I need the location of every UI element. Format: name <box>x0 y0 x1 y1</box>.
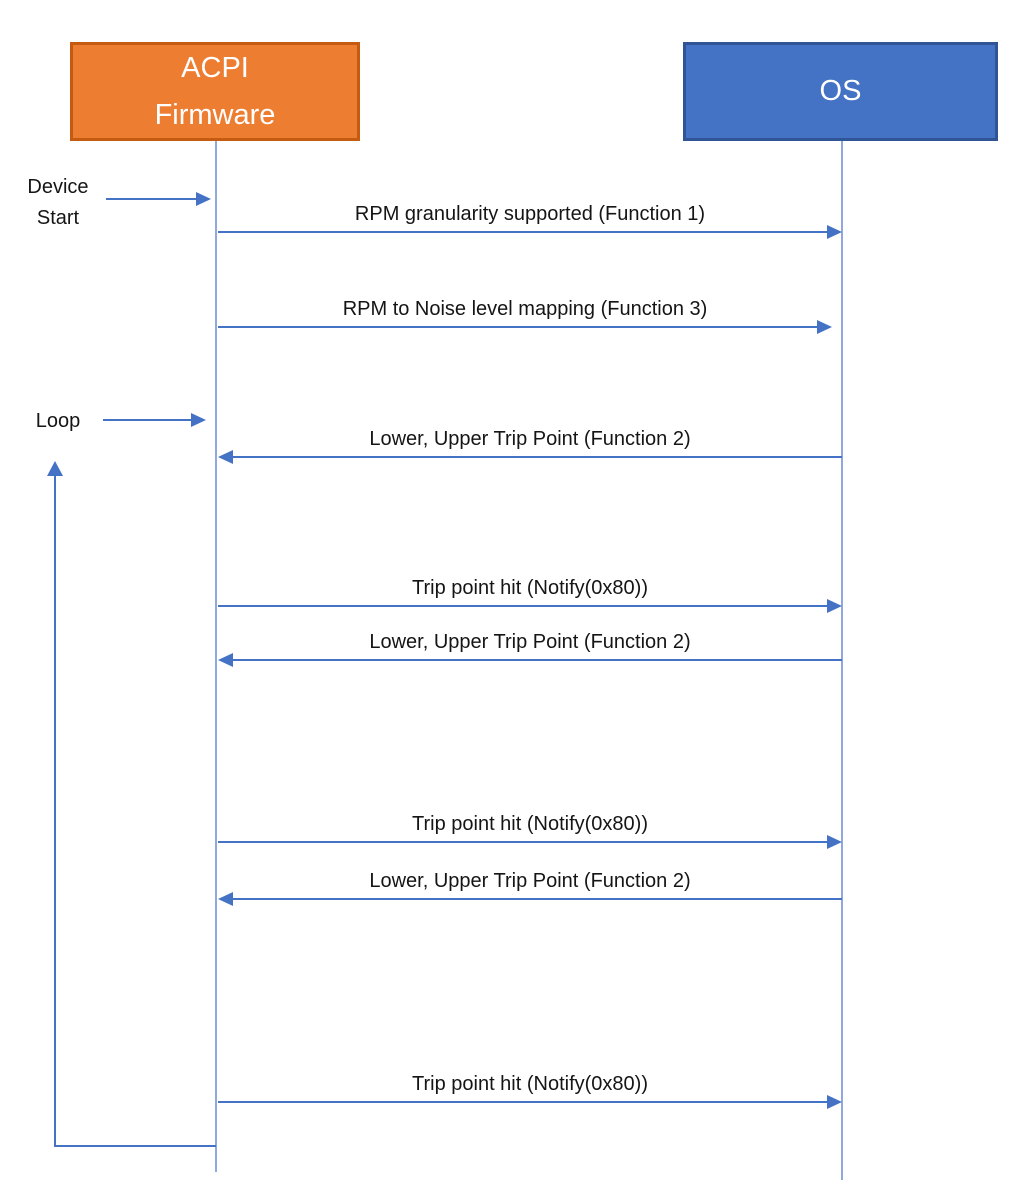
actor-acpi-line2: Firmware <box>154 98 276 131</box>
arrow-right-icon <box>218 599 842 613</box>
loop-label: Loop <box>35 410 81 432</box>
message-trip-hit-3: Trip point hit (Notify(0x80)) <box>218 1073 842 1109</box>
actor-acpi-firmware: ACPI Firmware <box>70 42 360 141</box>
message-label: Lower, Upper Trip Point (Function 2) <box>369 631 691 653</box>
arrow-right-icon <box>218 320 832 334</box>
arrow-left-icon <box>218 653 842 667</box>
message-label: Lower, Upper Trip Point (Function 2) <box>369 428 691 450</box>
lifeline-os <box>841 141 843 1180</box>
device-start-arrow-icon <box>106 192 211 206</box>
actor-acpi-line1: ACPI <box>181 51 249 84</box>
arrow-right-icon <box>218 225 842 239</box>
message-label: Lower, Upper Trip Point (Function 2) <box>369 870 691 892</box>
message-trip-point-1: Lower, Upper Trip Point (Function 2) <box>218 428 842 464</box>
loop-arrow-icon <box>103 413 206 427</box>
actor-os-label: OS <box>819 75 862 108</box>
message-rpm-granularity: RPM granularity supported (Function 1) <box>218 203 842 239</box>
message-label: Trip point hit (Notify(0x80)) <box>412 813 648 835</box>
message-trip-point-3: Lower, Upper Trip Point (Function 2) <box>218 870 842 906</box>
loopback-vertical-line <box>54 475 56 1147</box>
message-trip-point-2: Lower, Upper Trip Point (Function 2) <box>218 631 842 667</box>
lifeline-acpi-firmware <box>215 141 217 1172</box>
message-rpm-noise-mapping: RPM to Noise level mapping (Function 3) <box>218 298 832 334</box>
message-trip-hit-1: Trip point hit (Notify(0x80)) <box>218 577 842 613</box>
arrow-left-icon <box>218 450 842 464</box>
arrow-right-icon <box>218 835 842 849</box>
message-label: Trip point hit (Notify(0x80)) <box>412 1073 648 1095</box>
message-trip-hit-2: Trip point hit (Notify(0x80)) <box>218 813 842 849</box>
actor-os: OS <box>683 42 998 141</box>
loopback-horizontal-line <box>54 1145 216 1147</box>
arrow-left-icon <box>218 892 842 906</box>
message-label: RPM to Noise level mapping (Function 3) <box>342 298 708 320</box>
arrow-right-icon <box>218 1095 842 1109</box>
message-label: RPM granularity supported (Function 1) <box>354 203 706 225</box>
device-start-label: Device Start <box>27 176 89 229</box>
loopback-arrowhead-up-icon <box>47 461 63 476</box>
message-label: Trip point hit (Notify(0x80)) <box>412 577 648 599</box>
